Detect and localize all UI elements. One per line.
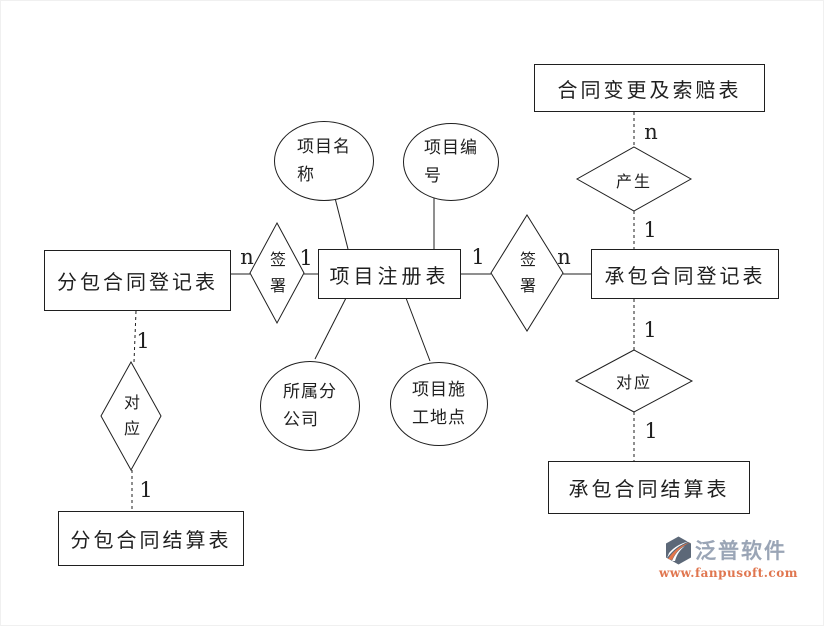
entity-contract-register-table: 承包合同登记表 xyxy=(591,249,779,299)
attribute-construction-site-ellipse xyxy=(390,362,488,446)
entity-subcontract-register-table: 分包合同登记表 xyxy=(44,250,231,311)
entity-project-register-table: 项目注册表 xyxy=(318,249,461,299)
line-subregister-correspond xyxy=(133,310,137,363)
relationship-correspond-right-label: 对应 xyxy=(615,373,653,392)
diamond-correspond-left xyxy=(100,360,162,472)
cardinality-1-produce-contract: 1 xyxy=(643,218,657,242)
attribute-construction-site-label: 项目施工地点 xyxy=(412,380,466,428)
attribute-project-name-label: 项目名称 xyxy=(297,137,351,185)
relationship-correspond-left-label: 对应 xyxy=(123,393,140,438)
relationship-produce-label: 产生 xyxy=(615,172,653,191)
cardinality-1-correspond-settlement-left: 1 xyxy=(139,478,153,502)
attribute-branch-company-ellipse xyxy=(260,361,360,451)
line-site-attr xyxy=(405,297,431,362)
entity-contract-settlement-table: 承包合同结算表 xyxy=(548,461,750,514)
cardinality-n-sign2-contract: n xyxy=(557,245,571,269)
relationship-sign-right-label: 签署 xyxy=(519,250,536,295)
attribute-branch-company-label: 所属分公司 xyxy=(283,382,337,430)
diamond-produce xyxy=(575,146,693,212)
cardinality-n-subregister-sign: n xyxy=(240,245,254,269)
line-name-attr xyxy=(334,197,349,250)
cardinality-n-change-produce: n xyxy=(644,120,658,144)
relationship-sign-left-label: 签署 xyxy=(269,250,286,295)
fanpu-url-text: www.fanpusoft.com xyxy=(659,566,798,580)
cardinality-1-correspond-settlement-right: 1 xyxy=(644,419,658,443)
entity-subcontract-settlement-table: 分包合同结算表 xyxy=(58,511,244,566)
cardinality-1-projregister-sign2: 1 xyxy=(471,245,485,269)
diamond-sign-left xyxy=(249,221,305,325)
line-branch-attr xyxy=(314,297,347,360)
attribute-project-code-label: 项目编号 xyxy=(424,138,478,186)
vendor-watermark: 泛普软件 www.fanpusoft.com xyxy=(659,535,815,580)
attribute-project-code-ellipse xyxy=(403,123,499,201)
fanpu-brand-text: 泛普软件 xyxy=(695,539,787,563)
cardinality-1-subregister-correspond: 1 xyxy=(136,329,150,353)
cardinality-1-contract-correspond: 1 xyxy=(643,318,657,342)
fanpu-logo-icon xyxy=(666,536,691,564)
diamond-sign-right xyxy=(490,214,564,332)
entity-change-claim-table: 合同变更及索赔表 xyxy=(534,64,765,112)
cardinality-1-sign-projregister: 1 xyxy=(299,246,313,270)
diamond-correspond-right xyxy=(574,349,694,413)
attribute-project-name-ellipse xyxy=(274,121,374,201)
